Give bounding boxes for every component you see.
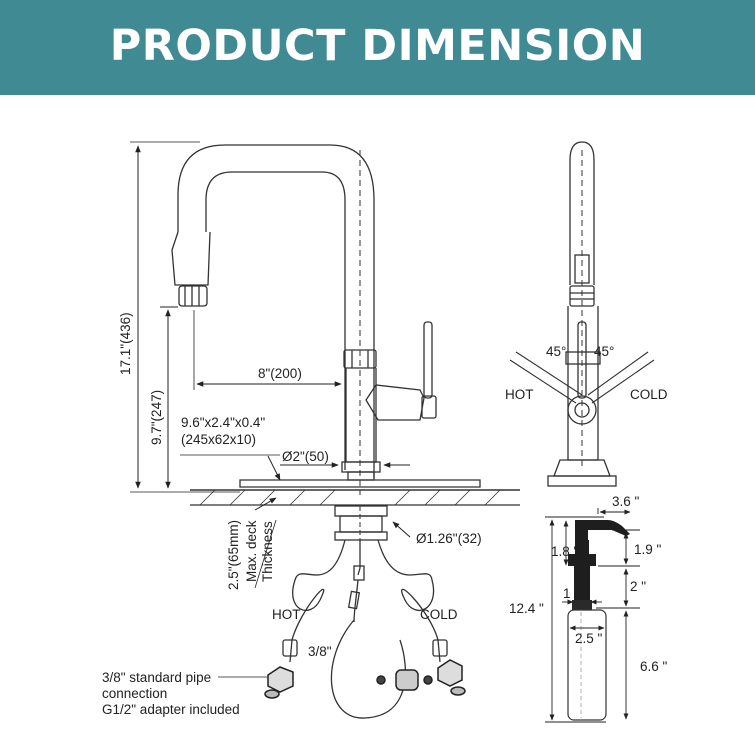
- pump-height-label: 1.8 ": [551, 544, 579, 559]
- base-diameter-label: Ø2"(50): [282, 449, 329, 464]
- spout-height-label: 9.7"(247): [149, 390, 164, 445]
- deck-thickness-line3: Thickness: [260, 521, 275, 582]
- deck-plate-size-mm-label: (245x62x10): [181, 432, 256, 447]
- shank-diameter-soap-label: 1 ": [563, 586, 579, 601]
- deck-thickness-line2: Max. deck: [244, 520, 259, 582]
- header-banner: [0, 0, 755, 95]
- total-height-label: 17.1"(436): [118, 312, 133, 375]
- deck-plate-size-label: 9.6"x2.4"x0.4": [181, 415, 265, 430]
- side-faucet-drawing: [509, 141, 655, 487]
- hose-hot-label: HOT: [272, 607, 301, 622]
- shank-diameter-label: Ø1.26"(32): [416, 531, 482, 546]
- deck-thickness-line1: 2.5"(65mm): [226, 520, 241, 590]
- nozzle-reach-label: 3.6 ": [612, 494, 640, 509]
- side-hot-label: HOT: [505, 387, 534, 402]
- hose-cold-label: COLD: [420, 607, 458, 622]
- angle-left-label: 45°: [546, 344, 566, 359]
- bottle-height-label: 6.6 ": [640, 659, 668, 674]
- soap-total-height-label: 12.4 ": [509, 601, 544, 616]
- side-cold-label: COLD: [630, 387, 668, 402]
- connection-line2: connection: [102, 686, 167, 701]
- soap-dimension-lines: [545, 508, 640, 723]
- spout-reach-label: 8"(200): [258, 366, 302, 381]
- page-title: PRODUCT DIMENSION: [109, 21, 646, 71]
- front-faucet-drawing: [171, 144, 520, 719]
- bottle-diameter-label: 2.5 ": [575, 631, 603, 646]
- soap-dispenser-drawing: [567, 520, 630, 721]
- top-section-label: 1.9 ": [634, 542, 662, 557]
- connection-line1: 3/8" standard pipe: [102, 670, 211, 685]
- connection-line3: G1/2" adapter included: [102, 702, 240, 717]
- angle-right-label: 45°: [594, 344, 614, 359]
- shank-length-label: 2 ": [630, 579, 646, 594]
- front-dimension-lines: [130, 141, 411, 589]
- hose-size-label: 3/8": [308, 644, 332, 659]
